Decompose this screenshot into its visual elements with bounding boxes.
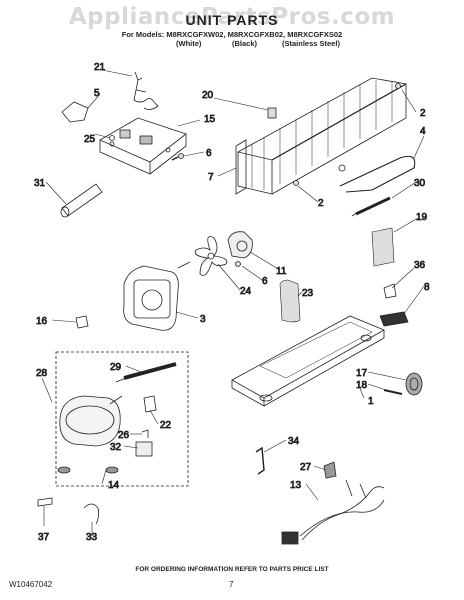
models-line: For Models: M8RXCGFXW02, M8RXCGFXB02, M8… xyxy=(121,30,343,39)
part-15-drawing xyxy=(99,117,187,175)
part-16-drawing xyxy=(75,315,89,329)
callout-37: 37 xyxy=(38,532,50,543)
part-31-drawing xyxy=(60,183,103,218)
leader-lines xyxy=(41,69,425,536)
page-title: UNIT PARTS xyxy=(185,12,279,28)
part-17-drawing xyxy=(405,372,423,396)
part-29-drawing xyxy=(115,362,177,383)
part-11-drawing xyxy=(227,231,253,259)
callout-6-top: 6 xyxy=(206,148,212,159)
screw-6-mid xyxy=(235,261,241,267)
part-4-drawing xyxy=(338,155,416,193)
callout-3: 3 xyxy=(200,314,206,325)
callouts: 21 5 25 15 6 20 2 4 7 2 30 31 19 11 6 24… xyxy=(34,62,431,544)
callout-19: 19 xyxy=(416,212,428,223)
callout-27: 27 xyxy=(300,462,312,473)
callout-2-right: 2 xyxy=(420,108,426,119)
part-33-drawing xyxy=(83,503,100,525)
document-number: W10467042 xyxy=(9,580,53,589)
part-30-drawing xyxy=(351,196,391,217)
part-7-drawing xyxy=(235,139,247,195)
callout-14: 14 xyxy=(108,480,120,491)
watermark: AppliancePartsPros.com xyxy=(68,4,396,30)
callout-8: 8 xyxy=(424,282,430,293)
part-21-drawing xyxy=(133,71,159,110)
callout-28: 28 xyxy=(36,368,48,379)
part-19-drawing xyxy=(371,227,395,267)
screw-2-bottom xyxy=(293,180,299,186)
callout-21: 21 xyxy=(94,62,106,73)
part-13-drawing xyxy=(281,479,385,545)
callout-5: 5 xyxy=(94,88,100,99)
part-26-drawing xyxy=(141,429,149,438)
callout-36: 36 xyxy=(414,260,426,271)
callout-29: 29 xyxy=(110,362,122,373)
part-25-drawing xyxy=(109,135,115,141)
callout-22: 22 xyxy=(160,420,172,431)
page-number: 7 xyxy=(229,580,234,589)
part-22-drawing xyxy=(143,395,157,413)
part-3-drawing xyxy=(123,261,191,331)
screw-6-top xyxy=(171,153,184,161)
screw-2-right xyxy=(395,83,401,89)
callout-1: 1 xyxy=(368,396,374,407)
callout-11: 11 xyxy=(276,266,287,277)
ordering-note: FOR ORDERING INFORMATION REFER TO PARTS … xyxy=(135,566,329,573)
callout-16: 16 xyxy=(36,316,48,327)
part-36-drawing xyxy=(383,283,397,299)
callout-23: 23 xyxy=(302,288,314,299)
part-32-drawing xyxy=(135,441,153,457)
variant-white: (White) xyxy=(176,39,202,48)
callout-7: 7 xyxy=(208,172,214,183)
callout-25: 25 xyxy=(84,134,96,145)
part-20-drawing xyxy=(236,77,408,195)
callout-33: 33 xyxy=(86,532,98,543)
part-18-drawing xyxy=(383,389,403,395)
callout-34: 34 xyxy=(288,436,300,447)
part-34-drawing xyxy=(255,446,265,475)
callout-26: 26 xyxy=(118,430,130,441)
variant-stainless: (Stainless Steel) xyxy=(282,39,340,48)
callout-24: 24 xyxy=(240,286,252,297)
callout-30: 30 xyxy=(414,178,426,189)
callout-20: 20 xyxy=(202,90,214,101)
part-8-drawing xyxy=(379,311,409,327)
callout-4: 4 xyxy=(420,126,426,137)
callout-31: 31 xyxy=(34,178,46,189)
part-24-drawing xyxy=(194,236,228,276)
callout-13: 13 xyxy=(290,480,302,491)
part-37-drawing xyxy=(37,497,53,507)
variant-black: (Black) xyxy=(232,39,258,48)
part-27-drawing xyxy=(323,461,337,479)
compressor-drawing xyxy=(59,395,123,447)
callout-6-mid: 6 xyxy=(262,276,268,287)
part-28-assembly xyxy=(55,351,189,487)
callout-32: 32 xyxy=(110,442,122,453)
callout-2-bottom: 2 xyxy=(318,198,324,209)
callout-17: 17 xyxy=(356,368,368,379)
part-1-drawing xyxy=(231,315,385,407)
callout-18: 18 xyxy=(356,380,368,391)
callout-15: 15 xyxy=(204,114,216,125)
part-14-drawing xyxy=(57,466,119,474)
part-23-drawing xyxy=(279,279,301,323)
part-5-drawing xyxy=(61,101,89,123)
